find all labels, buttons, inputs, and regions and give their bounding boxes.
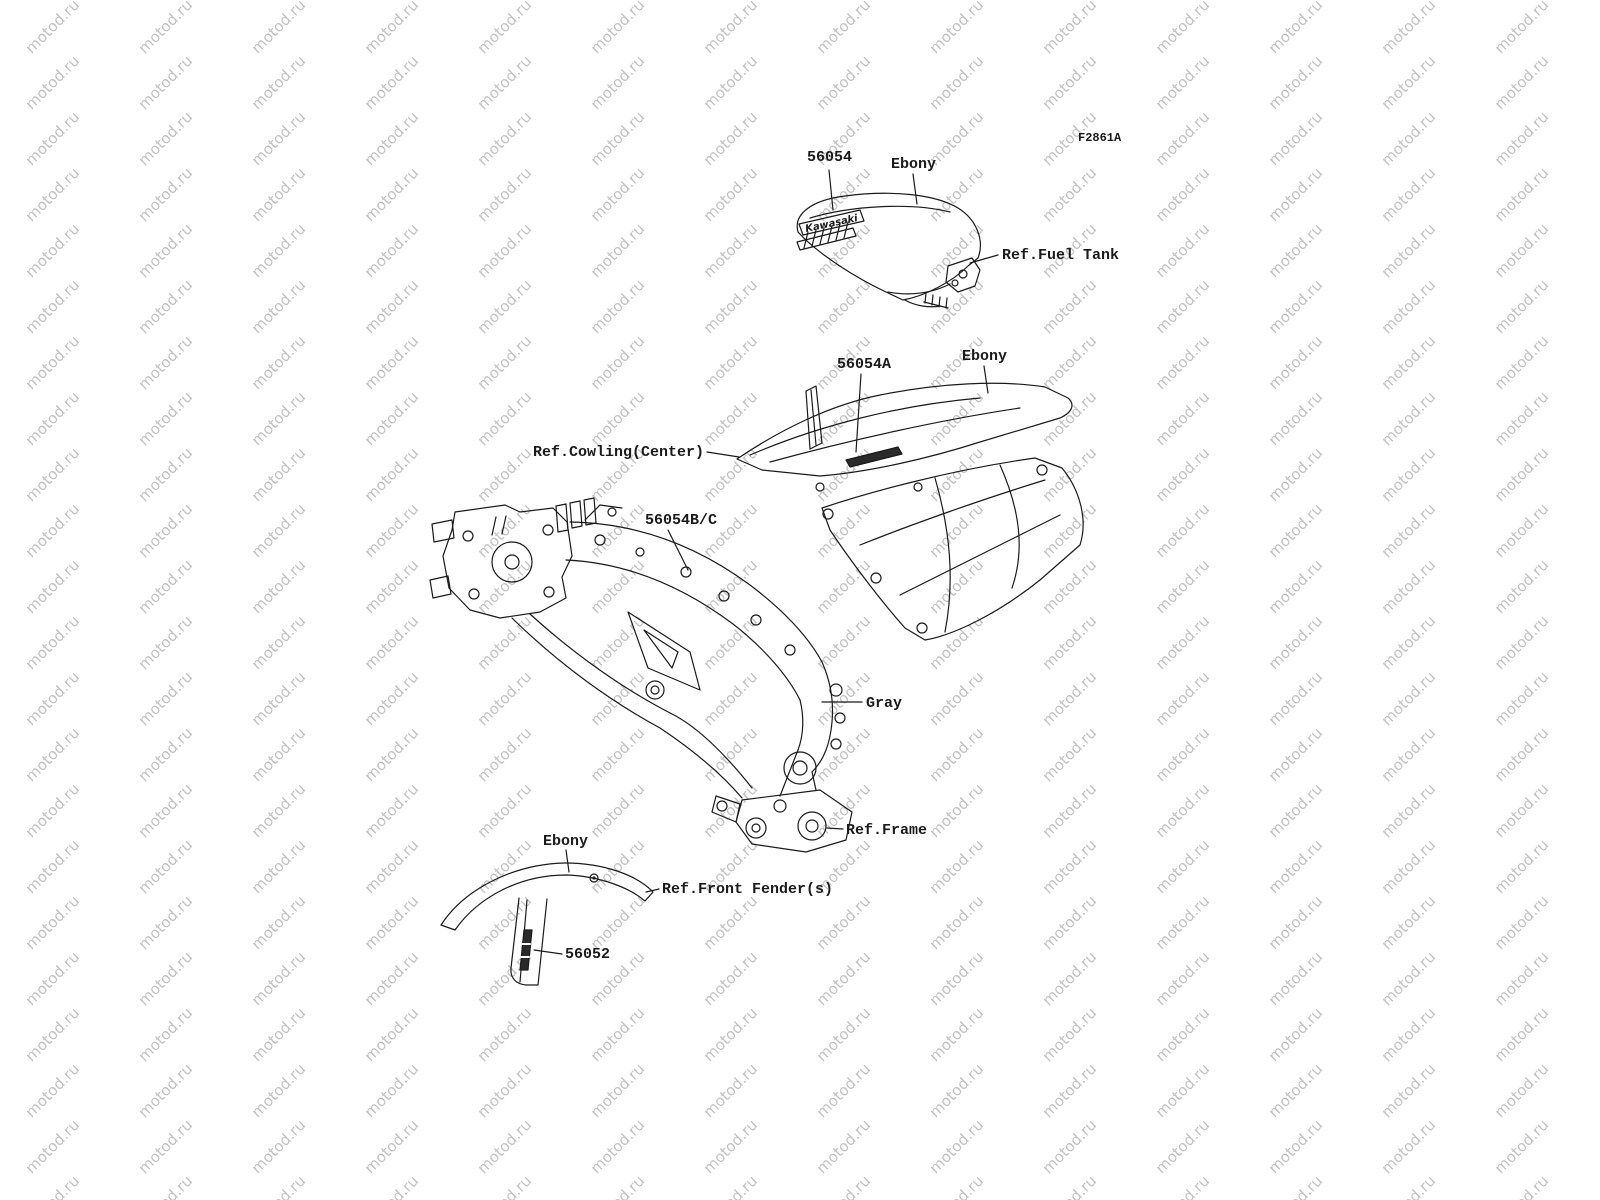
tank-ref-label: Ref.Fuel Tank — [1002, 247, 1120, 264]
cowling-upper-accent-1 — [749, 397, 981, 456]
cowling-upper-outline — [736, 382, 1073, 477]
frame-ref-label: Ref.Frame — [846, 822, 928, 839]
cowling-lower-panel — [815, 457, 1084, 641]
cowling-ref-label: Ref.Cowling(Center) — [533, 444, 705, 461]
figure-code-label: F2861A — [1078, 131, 1122, 145]
cowling-part-number-label: 56054A — [837, 356, 892, 373]
callout-line-fender-part — [533, 949, 563, 955]
callout-line-cowling-part — [855, 373, 862, 453]
fender-part-number-label: 56052 — [565, 946, 611, 963]
fender-outline — [440, 862, 654, 931]
model-logo-decal — [845, 446, 903, 468]
frame-head-bracket — [442, 504, 573, 619]
callout-line-tank-ref — [969, 254, 999, 264]
callout-line-frame-part — [667, 529, 689, 571]
tank-color-label: Ebony — [891, 156, 937, 173]
fender-ref-label: Ref.Front Fender(s) — [662, 881, 834, 898]
frame-drawing — [429, 497, 853, 853]
cowling-left-trim-line — [810, 389, 817, 446]
cowling-left-trim — [805, 385, 823, 450]
frame-bolt-holes — [462, 524, 846, 750]
fuel-tank-outline — [796, 192, 981, 301]
cowling-lower-outline — [821, 457, 1084, 641]
fender-color-label: Ebony — [543, 833, 589, 850]
callout-line-fender-ref — [645, 888, 660, 893]
frame-rear-edge-outer — [811, 661, 834, 773]
frame-gusset — [627, 611, 701, 700]
callout-lines — [533, 169, 999, 955]
front-fender-drawing — [440, 862, 654, 986]
tank-rear-bracket — [904, 257, 981, 309]
frame-top-fins — [555, 497, 623, 533]
callout-line-frame-ref — [826, 827, 844, 830]
kawasaki-decal-plate — [798, 209, 865, 236]
cowling-upper-accent-2 — [769, 407, 1021, 463]
cowling-center-drawing — [736, 382, 1084, 641]
frame-pivot-hole — [783, 751, 817, 785]
frame-main-beam-bottom — [565, 559, 801, 701]
fuel-tank-bottom-seam — [887, 283, 951, 295]
frame-color-label: Gray — [866, 695, 903, 712]
fuel-tank-top-seam — [809, 205, 951, 219]
callout-line-cowling-color — [983, 365, 989, 394]
cowling-bolt-holes — [815, 464, 1048, 634]
callout-line-fender-color — [565, 849, 570, 873]
callout-line-tank-part — [828, 169, 834, 211]
fender-hole — [589, 873, 599, 883]
frame-lower-tube-top — [529, 613, 753, 789]
frame-head-tabs — [429, 515, 507, 599]
cowling-color-label: Ebony — [962, 348, 1008, 365]
frame-rear-edge-inner — [797, 699, 804, 751]
frame-engine-hanger — [711, 749, 853, 853]
callout-line-tank-color — [912, 173, 918, 205]
frame-main-beam-top — [569, 521, 823, 663]
fuel-tank-drawing: Kawasaki — [796, 192, 981, 309]
callout-line-cowling-ref — [706, 451, 740, 458]
fender-decal-strip — [519, 929, 533, 971]
tank-part-number-label: 56054 — [807, 149, 853, 166]
tank-stripe-decal — [796, 221, 857, 251]
frame-lower-tube-bottom — [511, 617, 743, 799]
frame-part-number-label: 56054B/C — [645, 512, 718, 529]
